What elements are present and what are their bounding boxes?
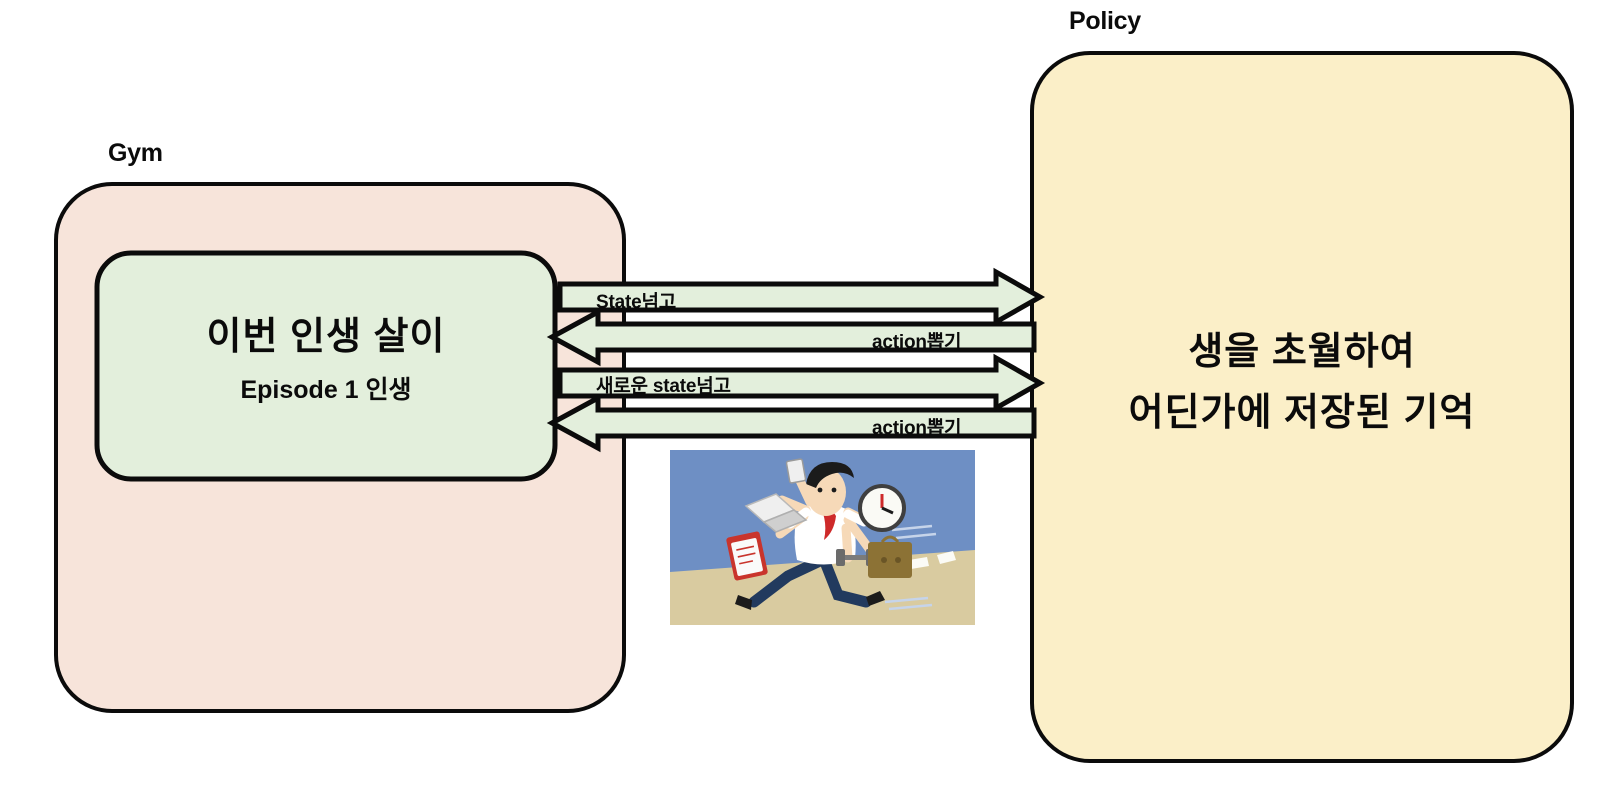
arrow-new-state-pass: [557, 353, 1046, 413]
phone: [785, 458, 807, 484]
busy-businessman-illustration: [670, 450, 975, 625]
policy-container-title: Policy: [1069, 7, 1141, 35]
gym-container-title: Gym: [108, 139, 163, 167]
policy-container-box: [1030, 51, 1574, 763]
legs: [748, 554, 872, 608]
clipboard: [726, 531, 768, 581]
arrow-action-pull-1: [546, 307, 1037, 367]
policy-text-line-1: 생을 초월하여: [1188, 331, 1416, 373]
wall-clock: [858, 484, 906, 532]
arrow-state-pass: [557, 267, 1046, 327]
eye-left: [817, 487, 823, 493]
hair: [806, 462, 854, 488]
arrow-label-action-pull-2: action뽑기: [872, 418, 962, 439]
gym-episode-title: 이번 인생 살이: [206, 316, 446, 358]
arrow-label-action-pull-1: action뽑기: [872, 332, 962, 353]
gym-episode-box: [94, 250, 558, 482]
flying-papers: [909, 551, 956, 569]
briefcase: [868, 535, 912, 578]
arrow-label-new-state-pass: 새로운 state넘고: [596, 376, 731, 397]
gym-episode-subtitle: Episode 1 인생: [240, 376, 412, 404]
shoes: [735, 591, 885, 610]
arrow-label-state-pass: State넘고: [596, 292, 677, 313]
illustration-art: [670, 450, 975, 625]
arrow-action-pull-2: [546, 393, 1037, 453]
speed-lines: [884, 524, 937, 611]
eye-right: [831, 487, 837, 493]
policy-text-line-2: 어딘가에 저장된 기억: [1128, 392, 1476, 434]
laptop: [744, 493, 808, 533]
